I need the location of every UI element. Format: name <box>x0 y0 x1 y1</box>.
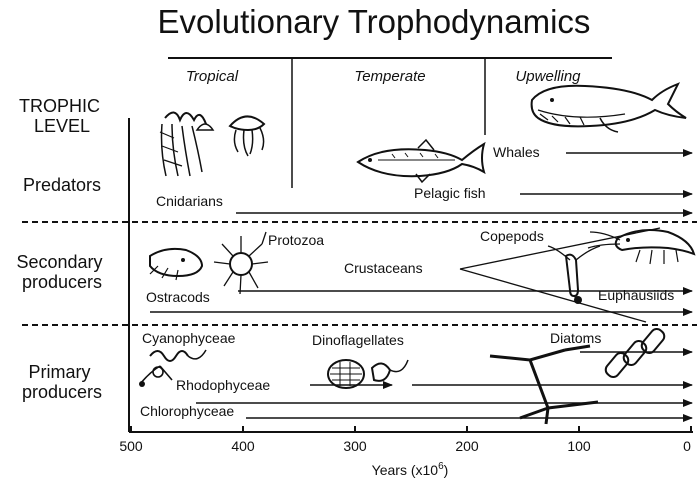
primary-line-1: Primary <box>28 362 90 382</box>
primary-line-2: producers <box>22 382 102 402</box>
taxon-label-protozoa: Protozoa <box>268 232 324 248</box>
level-label-primary-producers: Primary producers <box>22 362 102 402</box>
secondary-line-2: producers <box>22 272 102 292</box>
taxon-label-copepods: Copepods <box>480 228 544 244</box>
x-tick-label: 400 <box>231 438 255 454</box>
copepod-illustration <box>548 246 600 304</box>
euphausiid-illustration <box>588 230 694 264</box>
trophic-heading-line-2: LEVEL <box>34 116 90 136</box>
x-tick-label: 500 <box>119 438 143 454</box>
region-label-upwelling: Upwelling <box>515 68 581 85</box>
diagram-title: Evolutionary Trophodynamics <box>158 3 591 40</box>
x-axis-title-prefix: Years (x10 <box>372 462 439 478</box>
x-tick-label: 200 <box>455 438 479 454</box>
x-axis-ticks: 500 400 300 200 100 0 <box>119 426 691 454</box>
taxon-label-whales: Whales <box>493 144 540 160</box>
x-tick-label: 300 <box>343 438 367 454</box>
region-label-tropical: Tropical <box>186 68 239 85</box>
taxon-label-crustaceans: Crustaceans <box>344 260 423 276</box>
protozoa-illustration <box>214 232 268 294</box>
taxon-label-pelagic-fish: Pelagic fish <box>414 185 486 201</box>
taxon-label-rhodophyceae: Rhodophyceae <box>176 377 270 393</box>
pelagic-fish-illustration <box>358 140 484 182</box>
whale-illustration <box>532 84 686 132</box>
taxon-label-cyanophyceae: Cyanophyceae <box>142 330 236 346</box>
taxon-label-chlorophyceae: Chlorophyceae <box>140 403 234 419</box>
taxon-label-ostracods: Ostracods <box>146 289 210 305</box>
trophic-heading-line-1: TROPHIC <box>19 96 100 116</box>
trophic-level-heading: TROPHIC LEVEL <box>19 96 105 136</box>
x-tick-label: 0 <box>683 438 691 454</box>
taxon-label-dinoflagellates: Dinoflagellates <box>312 332 404 348</box>
taxon-label-diatoms: Diatoms <box>550 330 601 346</box>
x-axis-title: Years (x106) <box>372 461 449 478</box>
dinoflagellate-illustration <box>328 360 408 388</box>
secondary-line-1: Secondary <box>16 252 102 272</box>
x-tick-label: 100 <box>567 438 591 454</box>
cnidarian-illustrations <box>160 112 264 176</box>
level-label-secondary-producers: Secondary producers <box>16 252 107 292</box>
level-label-predators: Predators <box>23 175 101 195</box>
taxon-label-euphausiids: Euphausiids <box>598 287 674 303</box>
ostracod-illustration <box>150 249 202 280</box>
taxon-label-cnidarians: Cnidarians <box>156 193 223 209</box>
x-axis-title-suffix: ) <box>444 462 449 478</box>
region-label-temperate: Temperate <box>354 68 425 85</box>
